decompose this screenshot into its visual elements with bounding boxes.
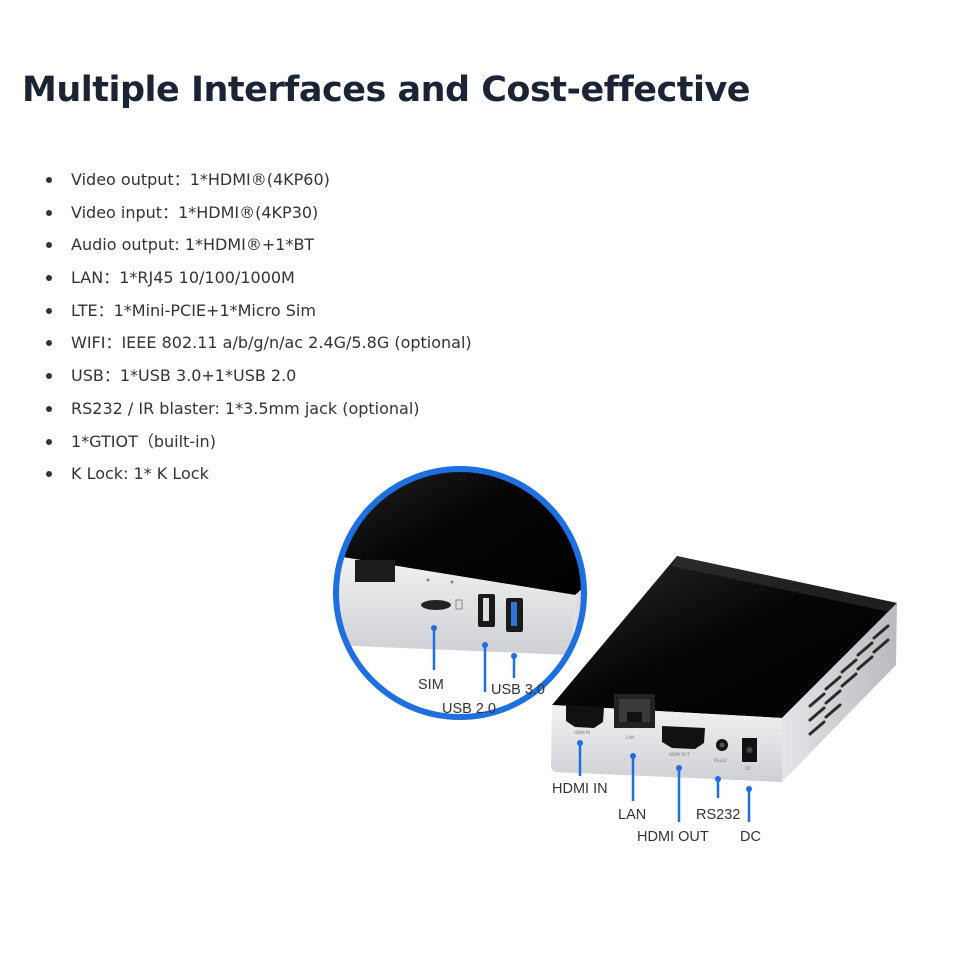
dc-marking: DC: [745, 766, 751, 771]
spec-item-wifi: WIFI：IEEE 802.11 a/b/g/n/ac 2.4G/5.8G (o…: [46, 329, 482, 362]
bullet-icon: [46, 471, 52, 478]
device-box: HDMI IN LAN HDMI OUT RS232 DC: [551, 556, 897, 782]
callout-lines: [431, 625, 752, 822]
spec-text: Video output：1*HDMI®(4KP60): [71, 170, 330, 189]
spec-text: LTE：1*Mini-PCIE+1*Micro Sim: [71, 300, 316, 320]
zoom-ring: [333, 466, 587, 720]
bullet-icon: [46, 307, 52, 314]
label-hdmi-in: HDMI IN: [552, 781, 608, 797]
label-rs232: RS232: [696, 807, 740, 823]
spec-item-lan: LAN：1*RJ45 10/100/1000M: [46, 264, 482, 297]
spec-item-rs232: RS232 / IR blaster: 1*3.5mm jack (option…: [46, 395, 482, 428]
usb2-port: [478, 594, 495, 627]
label-usb3: USB 3.0: [491, 682, 545, 698]
zoom-detail: [333, 466, 587, 720]
k-lock-slot: [355, 560, 395, 582]
spec-text: WIFI：IEEE 802.11 a/b/g/n/ac 2.4G/5.8G (o…: [71, 333, 472, 353]
rs232-marking: RS232: [714, 758, 727, 763]
bullet-icon: [46, 177, 52, 183]
label-lan: LAN: [618, 807, 646, 823]
callout-usb2: [482, 642, 488, 692]
spec-text: Audio output: 1*HDMI®+1*BT: [71, 235, 315, 255]
lan-port: LAN: [614, 694, 655, 740]
spec-text: 1*GTIOT（built-in): [71, 431, 216, 451]
spec-text: K Lock: 1* K Lock: [71, 464, 209, 484]
callout-sim: [431, 625, 437, 670]
device-top: [552, 556, 897, 718]
spec-text: USB：1*USB 3.0+1*USB 2.0: [71, 366, 297, 386]
spec-text: RS232 / IR blaster: 1*3.5mm jack (option…: [71, 398, 420, 418]
spec-item-lte: LTE：1*Mini-PCIE+1*Micro Sim: [46, 297, 482, 330]
callout-rs232: [715, 776, 721, 798]
spec-item-video-input: Video input：1*HDMI®(4KP30): [46, 199, 482, 232]
bullet-icon: [46, 275, 52, 282]
page-title: Multiple Interfaces and Cost-effective: [22, 70, 751, 110]
usb3-port: [506, 598, 523, 632]
spec-list: Video output：1*HDMI®(4KP60) Video input：…: [46, 166, 482, 493]
bullet-icon: [46, 405, 52, 412]
bullet-icon: [46, 438, 52, 445]
callout-dc: [746, 786, 752, 822]
spec-item-usb: USB：1*USB 3.0+1*USB 2.0: [46, 362, 482, 395]
spec-item-audio-output: Audio output: 1*HDMI®+1*BT: [46, 231, 482, 264]
bullet-icon: [46, 242, 52, 249]
sim-slot: [421, 599, 463, 610]
bullet-icon: [46, 209, 52, 216]
callout-usb3: [511, 653, 517, 678]
callout-hdmi-in: [577, 740, 583, 776]
spec-item-video-output: Video output：1*HDMI®(4KP60): [46, 166, 482, 199]
lan-marking: LAN: [626, 735, 634, 740]
spec-text: LAN：1*RJ45 10/100/1000M: [71, 268, 295, 288]
callout-lan: [630, 753, 636, 801]
bullet-icon: [46, 340, 52, 347]
bullet-icon: [46, 373, 52, 380]
label-dc: DC: [740, 829, 761, 845]
hdmi-out-marking: HDMI OUT: [669, 752, 690, 757]
callout-hdmi-out: [676, 765, 682, 822]
hdmi-in-marking: HDMI IN: [574, 730, 590, 735]
spec-item-gtiot: 1*GTIOT（built-in): [46, 428, 482, 461]
spec-text: Video input：1*HDMI®(4KP30): [71, 202, 319, 222]
label-sim: SIM: [418, 677, 444, 693]
rs232-jack: RS232: [714, 739, 728, 763]
label-usb2: USB 2.0: [442, 701, 496, 717]
label-hdmi-out: HDMI OUT: [637, 829, 709, 845]
hdmi-in-port: HDMI IN: [566, 705, 604, 735]
vent-slots: [808, 624, 890, 736]
hdmi-out-port: HDMI OUT: [662, 726, 705, 757]
spec-item-k-lock: K Lock: 1* K Lock: [46, 460, 482, 493]
dc-jack: DC: [742, 738, 757, 771]
